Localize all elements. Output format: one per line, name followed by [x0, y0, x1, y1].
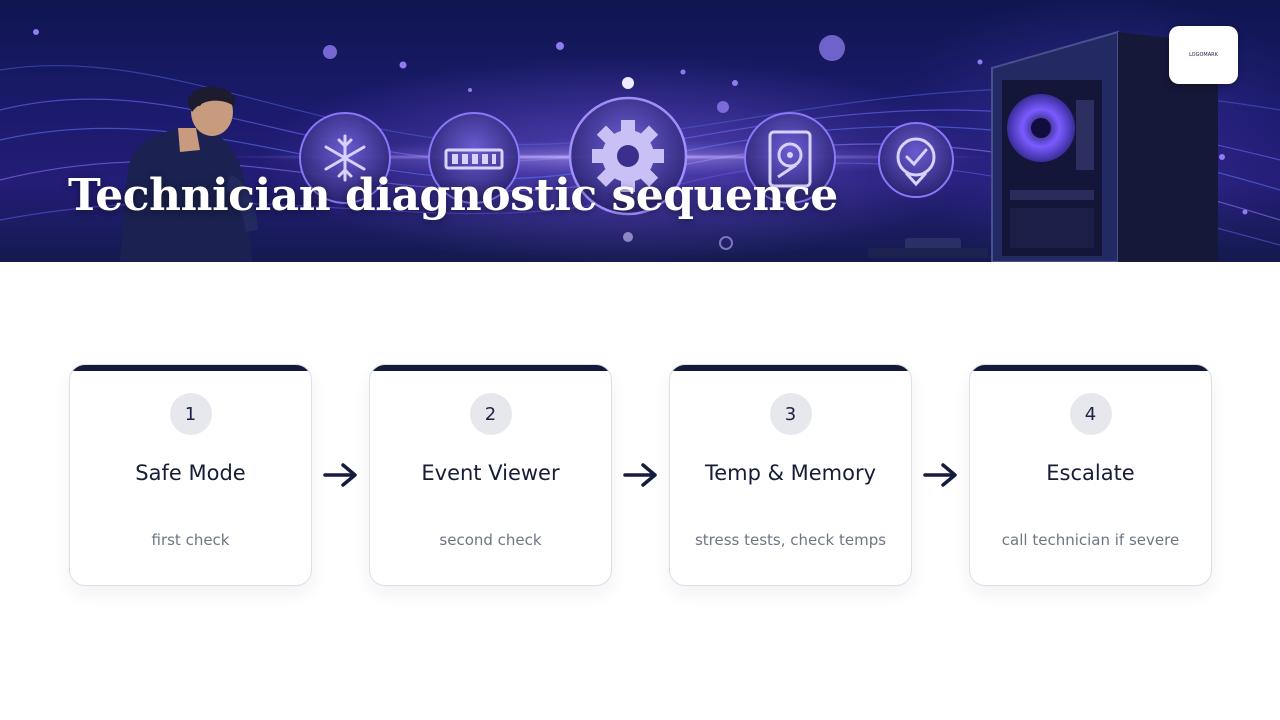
- step-card-3: 3 Temp & Memory stress tests, check temp…: [669, 364, 912, 586]
- logo-badge: LOGOMARK: [1169, 26, 1238, 84]
- pc-tower: [991, 30, 1218, 262]
- hero-illustration: [0, 29, 1280, 262]
- step-description: second check: [439, 531, 542, 549]
- technician-figure: [120, 86, 258, 262]
- logo: LOGOMARK: [1189, 52, 1218, 58]
- arrow-right-icon: [323, 463, 357, 487]
- hard-drive-icon: [744, 112, 836, 204]
- step-card-4: 4 Escalate call technician if severe: [969, 364, 1212, 586]
- memory-icon: [428, 112, 520, 204]
- arrow-right-icon: [923, 463, 957, 487]
- step-number-badge: 1: [169, 393, 212, 435]
- step-description: call technician if severe: [1001, 531, 1180, 549]
- step-description: stress tests, check temps: [694, 531, 887, 549]
- step-number-badge: 2: [469, 393, 512, 435]
- step-title: Event Viewer: [421, 461, 560, 485]
- step-title: Temp & Memory: [704, 461, 877, 485]
- step-title: Escalate: [1046, 461, 1135, 485]
- gear-icon: [568, 96, 688, 216]
- arrow-right-icon: [623, 463, 657, 487]
- check-shield-icon: [878, 122, 954, 198]
- step-description: first check: [151, 531, 230, 549]
- hero-banner: Technician diagnostic sequence LOGOMARK: [0, 0, 1280, 262]
- step-number-badge: 3: [769, 393, 812, 435]
- step-card-2: 2 Event Viewer second check: [369, 364, 612, 586]
- step-title: Safe Mode: [135, 461, 246, 485]
- step-card-1: 1 Safe Mode first check: [69, 364, 312, 586]
- page-title: Technician diagnostic sequence: [68, 170, 838, 221]
- step-number-badge: 4: [1069, 393, 1112, 435]
- snowflake-icon: [299, 112, 391, 204]
